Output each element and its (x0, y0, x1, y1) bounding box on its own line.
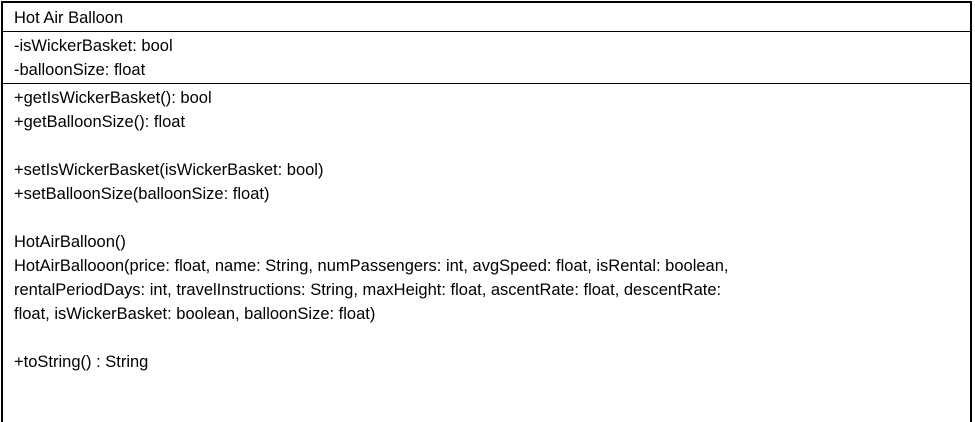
operation-full-constructor-line-3: float, isWickerBasket: boolean, balloonS… (14, 305, 376, 323)
attribute-balloon-size: -balloonSize: float (14, 61, 146, 79)
operation-spacer (14, 134, 970, 158)
operation-full-constructor-line-1: HotAirBallooon(price: float, name: Strin… (14, 257, 729, 275)
class-name: Hot Air Balloon (14, 9, 124, 27)
operation-get-is-wicker-basket: +getIsWickerBasket(): bool (14, 89, 212, 107)
operation-to-string: +toString() : String (14, 353, 149, 371)
operation-spacer (14, 206, 970, 230)
operation-full-constructor-line-2: rentalPeriodDays: int, travelInstruction… (14, 281, 722, 299)
operation-get-balloon-size: +getBalloonSize(): float (14, 113, 186, 131)
operation-default-constructor: HotAirBalloon() (14, 233, 126, 251)
operation-spacer (14, 326, 970, 350)
attributes-compartment: -isWickerBasket: bool -balloonSize: floa… (3, 32, 970, 84)
attribute-is-wicker-basket: -isWickerBasket: bool (14, 37, 173, 55)
operation-set-balloon-size: +setBalloonSize(balloonSize: float) (14, 185, 270, 203)
operation-set-is-wicker-basket: +setIsWickerBasket(isWickerBasket: bool) (14, 161, 324, 179)
class-name-compartment: Hot Air Balloon (3, 3, 970, 32)
operations-compartment: +getIsWickerBasket(): bool +getBalloonSi… (3, 84, 970, 374)
